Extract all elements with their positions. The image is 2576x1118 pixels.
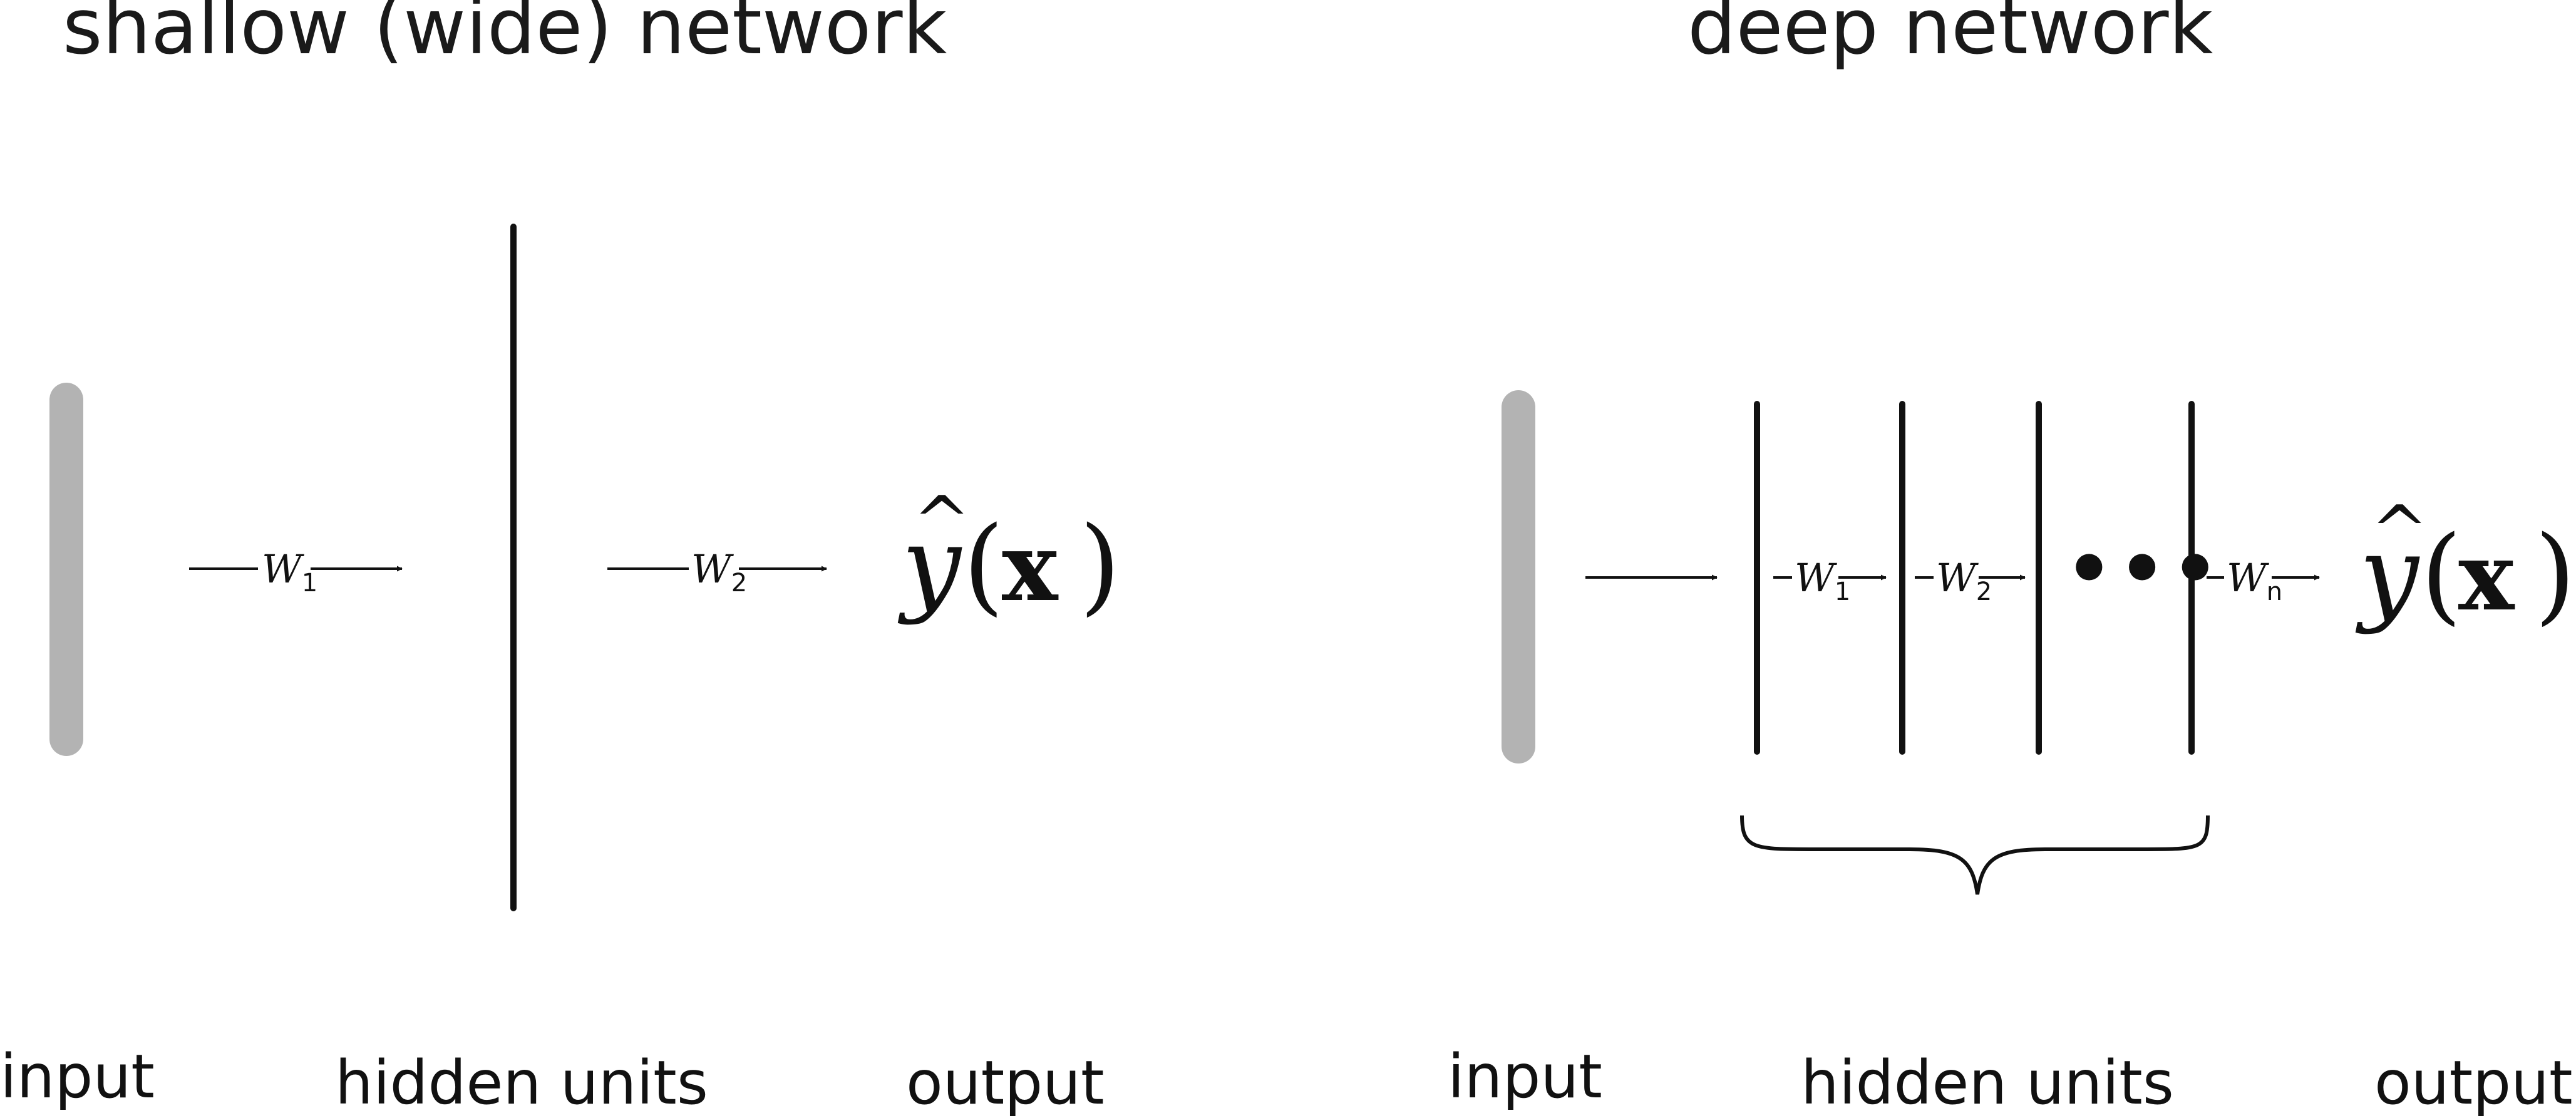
output-hat: ^: [913, 481, 971, 561]
shallow-weight-label-1: W1: [262, 546, 317, 598]
weight-symbol: W: [1936, 555, 1979, 601]
shallow-weight-arrow-1: W1: [189, 546, 403, 598]
deep-weight-label-1: W1: [1795, 555, 1850, 606]
deep-weight-arrow-n: Wn: [2207, 555, 2320, 606]
deep-weight-label-2: W2: [1936, 555, 1992, 606]
shallow-weight-label-2: W2: [691, 546, 747, 598]
output-argument: x: [1002, 512, 1059, 623]
output-open-paren: (: [2421, 513, 2462, 636]
shallow-output-expression: y ^ ( x ): [897, 481, 1121, 626]
deep-weight-arrow-2: W2: [1915, 555, 2026, 606]
output-symbol: y: [2355, 513, 2420, 636]
output-symbol: y: [897, 504, 962, 626]
weight-symbol: W: [262, 546, 304, 592]
weight-symbol: W: [2227, 555, 2269, 601]
deep-ellipsis: •••: [2065, 525, 2224, 613]
output-open-paren: (: [963, 504, 1004, 626]
deep-input-label: input: [1448, 1042, 1602, 1112]
deep-output-label: output: [2374, 1048, 2573, 1118]
weight-subscript: 2: [1976, 577, 1992, 606]
deep-network-panel: deep network W1 W2 ••• Wn: [1448, 0, 2576, 1118]
shallow-input-label: input: [0, 1042, 155, 1112]
deep-output-expression: y ^ ( x ): [2355, 490, 2576, 636]
weight-symbol: W: [1795, 555, 1837, 601]
weight-subscript: n: [2267, 577, 2282, 606]
shallow-hidden-label: hidden units: [335, 1048, 708, 1118]
deep-weight-arrow-1: W1: [1773, 555, 1887, 606]
weight-subscript: 2: [731, 569, 747, 598]
output-argument: x: [2458, 522, 2515, 632]
output-close-paren: ): [1079, 504, 1121, 626]
deep-hidden-label: hidden units: [1801, 1048, 2174, 1118]
hidden-layers-brace: [1740, 815, 2210, 895]
shallow-output-label: output: [906, 1048, 1105, 1118]
deep-network-title: deep network: [1687, 0, 2213, 71]
weight-subscript: 1: [302, 569, 317, 598]
shallow-weight-arrow-2: W2: [607, 546, 827, 598]
shallow-network-title: shallow (wide) network: [63, 0, 947, 71]
deep-weight-label-n: Wn: [2227, 555, 2282, 606]
output-hat: ^: [2371, 490, 2428, 571]
weight-subscript: 1: [1835, 577, 1850, 606]
output-close-paren: ): [2535, 513, 2576, 636]
weight-symbol: W: [691, 546, 734, 592]
shallow-network-panel: shallow (wide) network W1 W2 y ^ ( x ) i…: [0, 0, 1121, 1118]
